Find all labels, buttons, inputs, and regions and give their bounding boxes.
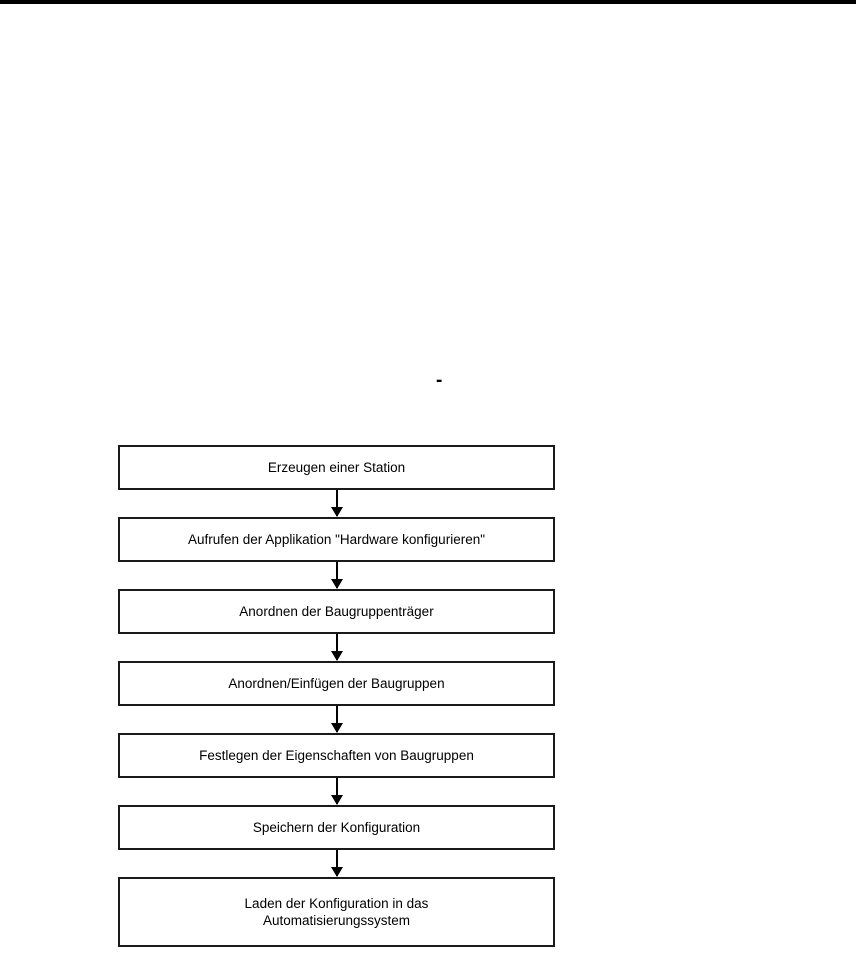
flow-step-box: Speichern der Konfiguration <box>118 805 555 850</box>
arrow-connector <box>118 562 555 589</box>
flow-step-label: Laden der Konfiguration in das Automatis… <box>244 896 429 928</box>
arrow-down-icon <box>330 507 343 517</box>
arrow-line <box>335 634 338 660</box>
flow-step-label: Aufrufen der Applikation "Hardware konfi… <box>188 532 485 547</box>
flow-step-box: Anordnen der Baugruppenträger <box>118 589 555 634</box>
top-rule <box>0 0 856 4</box>
arrow-connector <box>118 850 555 877</box>
flow-step-box: Erzeugen einer Station <box>118 445 555 490</box>
flow-step-label: Anordnen der Baugruppenträger <box>239 604 434 619</box>
flow-step-box: Festlegen der Eigenschaften von Baugrupp… <box>118 733 555 778</box>
arrow-down-icon <box>330 651 343 661</box>
arrow-down-icon <box>330 867 343 877</box>
arrow-connector <box>118 778 555 805</box>
flow-step-box: Aufrufen der Applikation "Hardware konfi… <box>118 517 555 562</box>
arrow-line <box>335 490 338 516</box>
arrow-connector <box>118 634 555 661</box>
arrow-line <box>335 706 338 732</box>
arrow-down-icon <box>330 723 343 733</box>
arrow-line <box>335 778 338 804</box>
arrow-line <box>335 562 338 588</box>
flow-step-label: Festlegen der Eigenschaften von Baugrupp… <box>199 748 474 763</box>
flow-step-box: Laden der Konfiguration in das Automatis… <box>118 877 555 947</box>
arrow-down-icon <box>330 795 343 805</box>
arrow-line <box>335 850 338 876</box>
arrow-down-icon <box>330 579 343 589</box>
flowchart: Erzeugen einer Station Aufrufen der Appl… <box>118 445 555 947</box>
flow-step-label: Erzeugen einer Station <box>267 460 406 475</box>
flow-step-label: Anordnen/Einfügen der Baugruppen <box>228 676 445 691</box>
arrow-connector <box>118 490 555 517</box>
flow-step-box: Anordnen/Einfügen der Baugruppen <box>118 661 555 706</box>
arrow-connector <box>118 706 555 733</box>
flow-step-label: Speichern der Konfiguration <box>252 820 421 835</box>
dash-mark: - <box>436 370 443 391</box>
